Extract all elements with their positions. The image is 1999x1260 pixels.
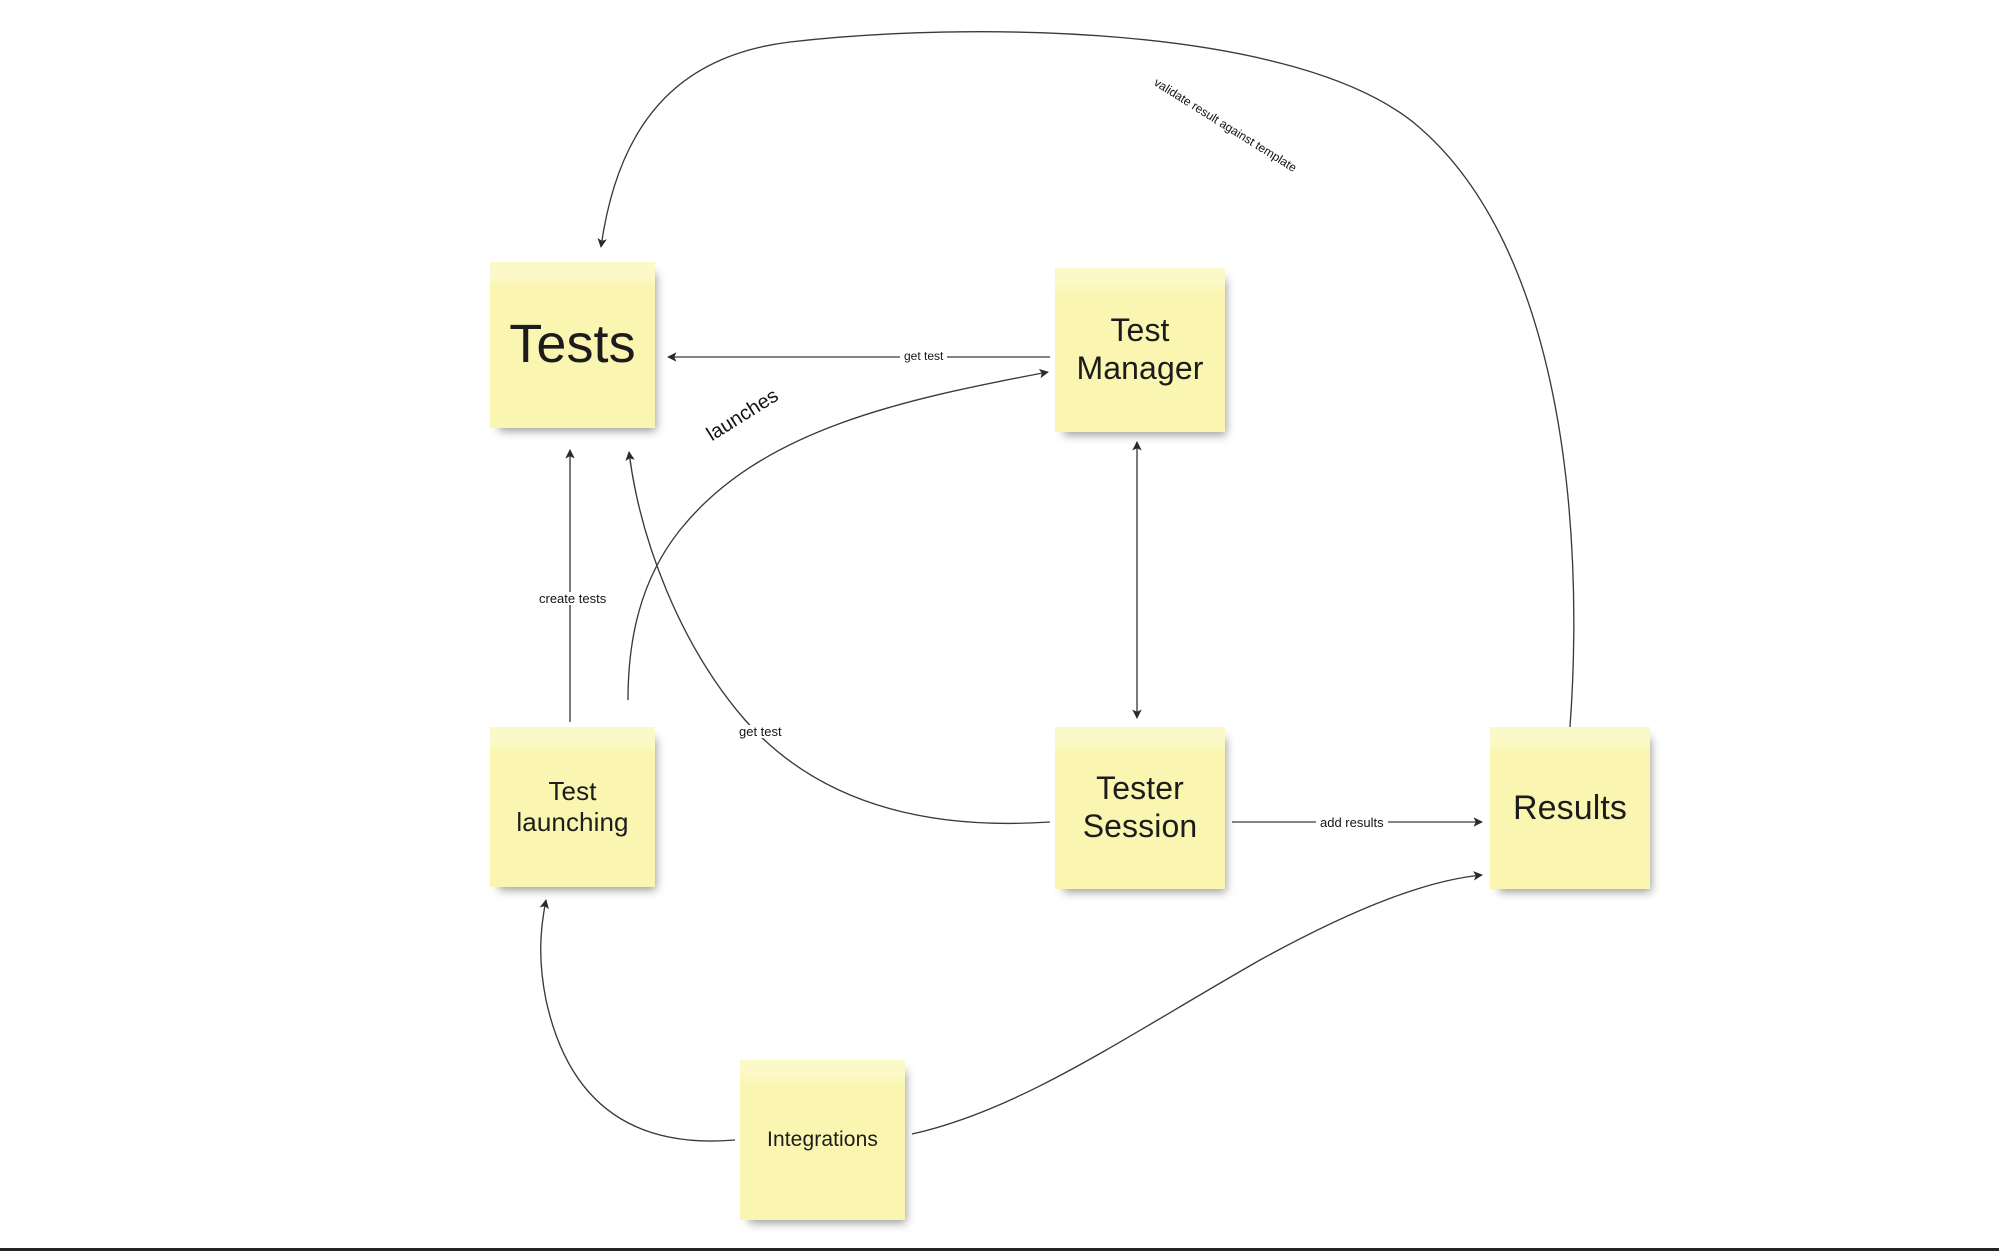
edge-label-get-test-bottom: get test bbox=[735, 725, 786, 738]
node-test-launching-label: Test launching bbox=[516, 776, 629, 837]
node-test-manager[interactable]: Test Manager bbox=[1055, 268, 1225, 432]
node-integrations-label: Integrations bbox=[767, 1127, 878, 1151]
canvas-bottom-rule bbox=[0, 1248, 1999, 1251]
node-tests[interactable]: Tests bbox=[490, 262, 655, 428]
node-results-label: Results bbox=[1512, 788, 1628, 827]
node-integrations[interactable]: Integrations bbox=[740, 1060, 905, 1220]
edge-get-test-bottom bbox=[625, 451, 1051, 825]
node-results[interactable]: Results bbox=[1490, 727, 1650, 889]
edge-integrations-launch bbox=[539, 899, 736, 1142]
edge-launches bbox=[627, 368, 1049, 701]
edge-label-create-tests: create tests bbox=[535, 592, 611, 605]
node-test-manager-label: Test Manager bbox=[1076, 312, 1204, 386]
node-tests-label: Tests bbox=[509, 314, 636, 375]
node-test-launching[interactable]: Test launching bbox=[490, 727, 655, 887]
edge-label-get-test-top: get test bbox=[900, 350, 948, 362]
node-tester-session[interactable]: Tester Session bbox=[1055, 727, 1225, 889]
node-tester-session-label: Tester Session bbox=[1082, 770, 1198, 844]
edge-label-add-results: add results bbox=[1316, 816, 1388, 829]
edge-integrations-results bbox=[911, 871, 1483, 1135]
edge-validate-result bbox=[597, 31, 1575, 728]
